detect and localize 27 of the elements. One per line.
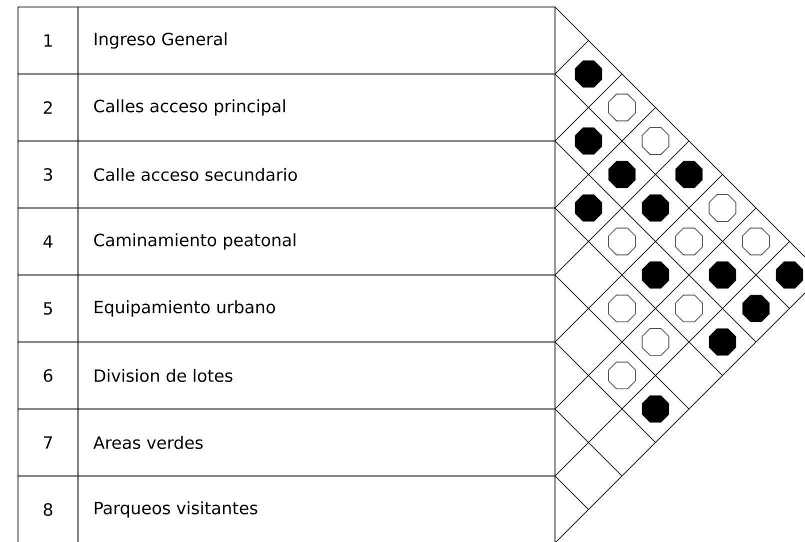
table-cell: Parqueos visitantes (78, 476, 556, 542)
dot-marker (776, 261, 804, 289)
number-cell: 5 (18, 274, 78, 342)
ring-marker (608, 228, 636, 256)
number-cell: 2 (18, 74, 78, 142)
number-cell: 6 (18, 342, 78, 410)
number-cell: 3 (18, 140, 78, 208)
number-cell: 1 (18, 6, 78, 74)
ring-marker (742, 228, 770, 256)
table-cell: Ingreso General (78, 6, 556, 74)
table-cell: Division de lotes (78, 342, 556, 410)
number-cell: 4 (18, 208, 78, 276)
table-cell: Calle acceso secundario (78, 140, 556, 208)
ring-marker (675, 294, 703, 322)
ring-marker (642, 127, 670, 155)
ring-marker (708, 194, 736, 222)
table-cell: Equipamiento urbano (78, 274, 556, 342)
ring-marker (675, 228, 703, 256)
table-cell: Areas verdes (78, 408, 556, 476)
ring-marker (608, 362, 636, 390)
table-cell: Caminamiento peatonal (78, 208, 556, 276)
ring-marker (608, 294, 636, 322)
table-cell: Calles acceso principal (78, 74, 556, 142)
ring-marker (642, 328, 670, 356)
number-cell: 7 (18, 408, 78, 476)
number-cell: 8 (18, 476, 78, 542)
ring-marker (608, 94, 636, 122)
